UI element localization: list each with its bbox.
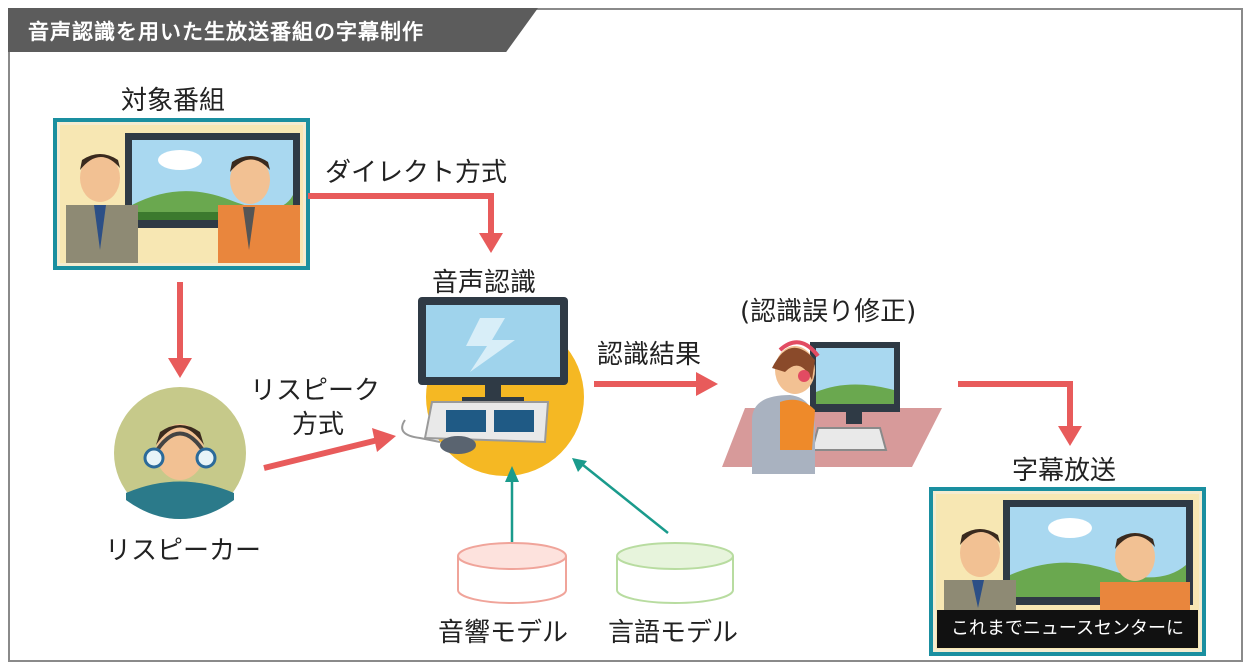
direct-method-arrow — [308, 193, 503, 253]
program-to-respeaker-arrow — [168, 282, 192, 378]
speech-recognition-illustration — [401, 297, 584, 476]
language-model-arrow — [572, 458, 669, 534]
diagram-frame — [8, 8, 1243, 662]
caption-broadcast-label: 字幕放送 — [1012, 456, 1117, 486]
error-correction-label: (認識誤り修正) — [740, 297, 917, 327]
recognition-result-label: 認識結果 — [597, 340, 702, 370]
diagram-title: 音声認識を用いた生放送番組の字幕制作 — [28, 20, 424, 44]
direct-method-label: ダイレクト方式 — [325, 158, 508, 188]
acoustic-model-arrow — [505, 466, 519, 542]
speech-recognition-label: 音声認識 — [432, 268, 537, 298]
acoustic-model-cylinder — [457, 542, 567, 604]
language-model-label: 言語モデル — [608, 618, 739, 648]
language-model-cylinder — [616, 542, 734, 604]
recognition-result-arrow — [594, 372, 718, 396]
title-tab — [8, 8, 538, 52]
to-caption-broadcast-arrow — [958, 381, 1082, 446]
error-correction-illustration — [722, 340, 942, 474]
respeak-method-label-line1: リスピーク — [250, 376, 381, 406]
caption-subtitle: これまでニュースセンターに — [937, 610, 1198, 648]
respeak-method-arrow — [263, 428, 396, 471]
respeaker-label: リスピーカー — [105, 536, 262, 566]
respeak-method-label-line2: 方式 — [292, 410, 345, 440]
acoustic-model-label: 音響モデル — [438, 618, 569, 648]
target-program-label: 対象番組 — [121, 86, 226, 116]
respeaker-illustration — [114, 387, 246, 519]
target-program-illustration — [53, 118, 310, 270]
